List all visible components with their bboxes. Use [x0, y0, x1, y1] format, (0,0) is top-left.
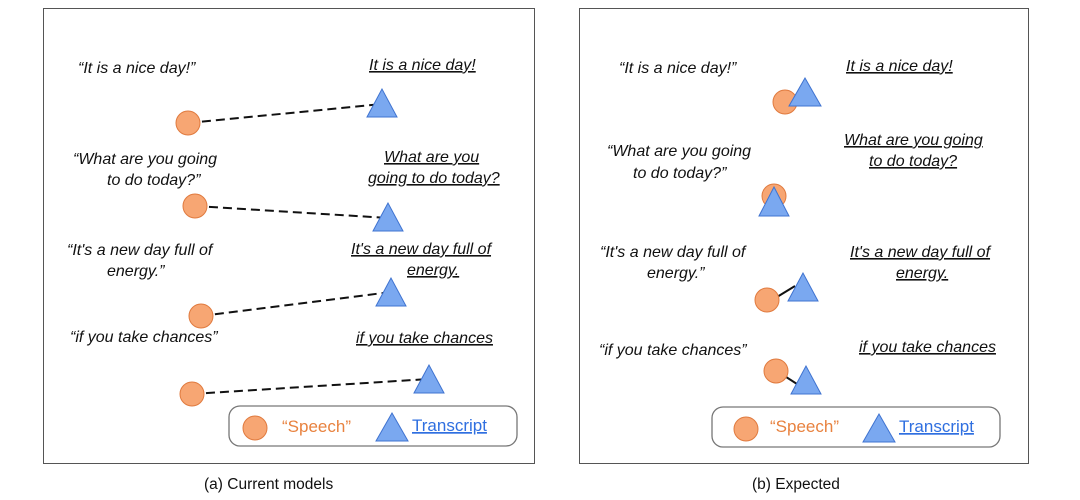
speech-text-a4: “if you take chances” — [70, 329, 218, 346]
dashed-link-a2 — [194, 205, 389, 219]
speech-circle-a4 — [179, 381, 205, 407]
transcript-triangle-a4 — [413, 363, 445, 394]
transcript-text-b3-line1: It's a new day full of — [850, 244, 992, 261]
legend-speech-label-b: “Speech” — [770, 417, 839, 436]
speech-text-a2-line1: “What are you going — [73, 151, 217, 168]
transcript-triangle-b4 — [790, 364, 822, 395]
transcript-text-b3-line2: energy. — [896, 265, 948, 282]
transcript-text-a4: if you take chances — [356, 330, 493, 347]
transcript-triangle-b1 — [788, 76, 822, 107]
caption-expected: (b) Expected — [752, 476, 840, 493]
speech-text-b1: “It is a nice day!” — [619, 60, 737, 77]
speech-text-a3-line2: energy.” — [107, 263, 165, 280]
legend-transcript-triangle-b — [862, 412, 896, 443]
speech-circle-b3 — [754, 287, 780, 313]
transcript-text-a3-line1: It's a new day full of — [351, 241, 493, 258]
speech-text-b3-line2: energy.” — [647, 265, 705, 282]
transcript-triangle-b3 — [787, 271, 819, 302]
legend-speech-circle-a — [242, 415, 268, 441]
transcript-triangle-b2 — [758, 185, 790, 217]
transcript-triangle-a3 — [375, 276, 407, 307]
speech-circle-a1 — [175, 110, 201, 136]
transcript-text-a1: It is a nice day! — [369, 57, 476, 74]
dashed-link-a4 — [191, 378, 430, 395]
panel-current-models — [43, 8, 535, 464]
speech-circle-b4 — [763, 358, 789, 384]
dashed-link-a1 — [187, 103, 383, 124]
speech-text-a3-line1: “It's a new day full of — [67, 242, 214, 259]
speech-text-b4: “if you take chances” — [599, 342, 747, 359]
speech-text-b2-line2: to do today?” — [633, 165, 727, 182]
transcript-text-a3-line2: energy. — [407, 262, 459, 279]
transcript-triangle-a1 — [366, 87, 398, 118]
legend-speech-circle-b — [733, 416, 759, 442]
speech-circle-a2 — [182, 193, 208, 219]
legend-box-b — [711, 406, 1001, 448]
legend-transcript-label-b: Transcript — [899, 417, 974, 436]
transcript-text-b1: It is a nice day! — [846, 58, 953, 75]
transcript-text-b4: if you take chances — [859, 339, 996, 356]
dashed-link-a3 — [200, 291, 392, 317]
speech-circle-a3 — [188, 303, 214, 329]
transcript-text-a2-line1: What are you — [384, 149, 479, 166]
transcript-text-a2-line2: going to do today? — [368, 170, 500, 187]
legend-transcript-triangle-a — [375, 411, 409, 442]
transcript-text-b2-line1: What are you going — [844, 132, 983, 149]
speech-text-a1: “It is a nice day!” — [78, 60, 196, 77]
transcript-triangle-a2 — [372, 201, 404, 232]
legend-transcript-label-a: Transcript — [412, 416, 487, 435]
solid-link-b3 — [776, 285, 796, 298]
legend-speech-label-a: “Speech” — [282, 417, 351, 436]
legend-box-a — [228, 405, 518, 447]
caption-current-models: (a) Current models — [204, 476, 334, 493]
speech-text-a2-line2: to do today?” — [107, 172, 201, 189]
transcript-text-b2-line2: to do today? — [869, 153, 957, 170]
speech-text-b3-line1: “It's a new day full of — [600, 244, 747, 261]
speech-text-b2-line1: “What are you going — [607, 143, 751, 160]
